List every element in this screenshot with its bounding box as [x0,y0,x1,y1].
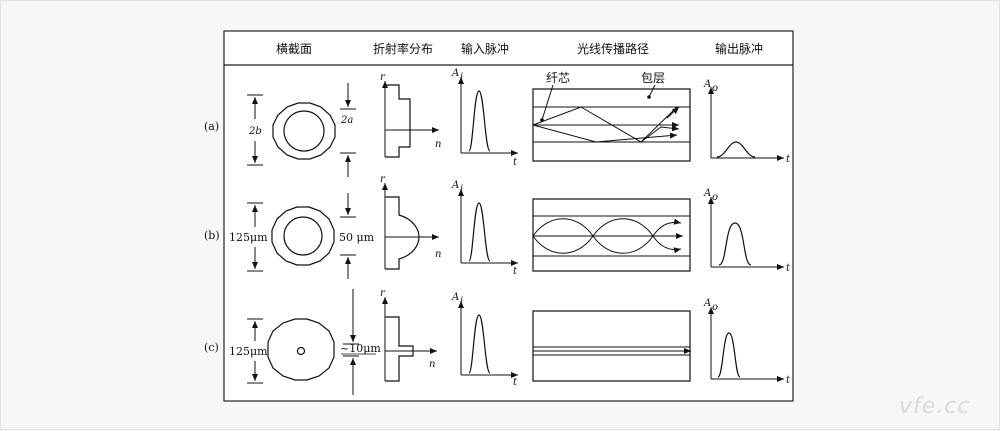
output-time-label: t [786,263,791,274]
cladding-outline [267,318,335,381]
output-axis-label: A [703,188,711,199]
row-a: 2b 2a r n A i t 纤芯 包层 [247,68,791,177]
input-pulse-curve [468,202,491,262]
input-axis-sub: i [460,184,463,195]
row-c: 125μm ~10μm r n A i t A o t [229,288,791,395]
input-axis-label: A [451,68,459,79]
r-axis-label: r [380,72,386,83]
ray-sine-upper [532,218,682,254]
core-diameter-label: 2a [340,115,353,126]
core-outline [283,216,323,256]
outer-diameter-label: 2b [248,126,262,137]
watermark: vfe.cc [899,394,970,419]
fiber-cladding-box [532,198,691,272]
core-diameter-label: ~10μm [340,342,381,355]
core-outline [283,110,325,152]
output-time-label: t [786,375,791,386]
outer-diameter-label: 125μm [229,231,268,244]
output-axis-sub: o [712,302,718,313]
row-label-b: (b) [204,229,220,242]
header-ray-path: 光线传播路径 [577,41,649,56]
output-pulse-curve [718,222,752,266]
output-axis-sub: o [712,192,718,203]
output-pulse-curve [716,141,756,158]
input-axis-label: A [451,292,459,303]
output-axis-sub: o [712,83,718,94]
outer-diameter-label: 125μm [229,345,268,358]
cladding-outline [272,102,336,160]
input-pulse-curve [468,314,491,374]
input-time-label: t [513,266,518,277]
step-index-profile [385,84,411,158]
cladding-label: 包层 [641,71,665,85]
output-axis-label: A [703,298,711,309]
ray-sine-lower [532,218,682,254]
table-frame [223,30,794,402]
input-axis-label: A [451,180,459,191]
header-cross-section: 横截面 [276,42,312,56]
row-b: 125μm 50 μm r n A i t A o t [229,174,791,279]
row-label-a: (a) [204,120,219,133]
r-axis-label: r [380,174,386,185]
header-output-pulse: 输出脉冲 [715,41,763,56]
input-axis-sub: i [460,296,463,307]
output-time-label: t [786,154,791,165]
core-label: 纤芯 [546,71,570,85]
fiber-cladding-box [532,310,691,382]
input-time-label: t [513,157,518,168]
input-time-label: t [513,377,518,388]
header-refractive-profile: 折射率分布 [373,41,433,56]
core-outline [296,346,306,356]
input-axis-sub: i [460,72,463,83]
row-label-c: (c) [204,341,219,354]
core-diameter-label: 50 μm [339,231,375,244]
r-axis-label: r [380,288,386,299]
cladding-outline [271,206,335,266]
header-input-pulse: 输入脉冲 [461,41,509,56]
n-axis-label: n [429,359,435,370]
output-pulse-curve [717,332,741,378]
n-axis-label: n [435,249,441,260]
output-axis-label: A [703,79,711,90]
n-axis-label: n [435,139,441,150]
input-pulse-curve [468,90,491,152]
